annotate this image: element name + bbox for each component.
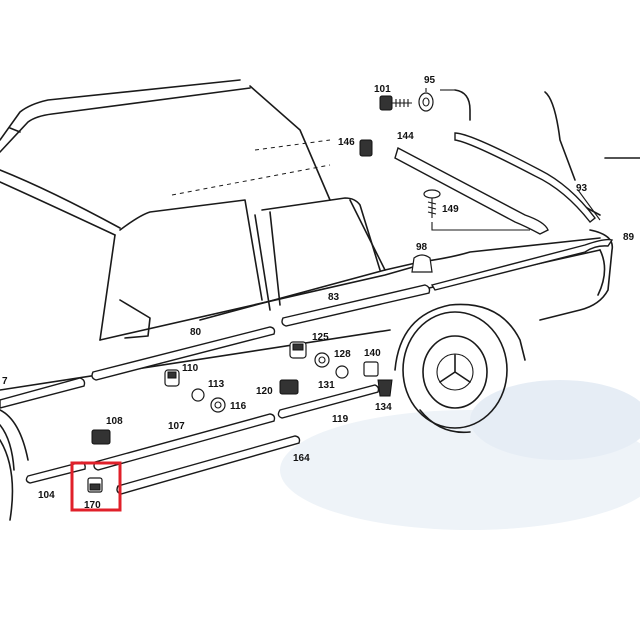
label-83: 83: [328, 292, 340, 303]
part-149-screw: [423, 189, 441, 218]
rear-wheel: [402, 311, 508, 434]
label-108: 108: [106, 416, 123, 427]
front-wheel: [0, 439, 14, 521]
part-131-clip: [335, 365, 349, 379]
part-101-bolt: [379, 95, 412, 111]
label-101: 101: [374, 84, 391, 95]
label-149: 149: [442, 204, 459, 215]
part-146-clip: [359, 139, 373, 157]
label-170: 170: [84, 500, 101, 511]
label-93: 93: [576, 183, 588, 194]
part-95-nut: [418, 92, 434, 112]
label-7: 7: [2, 376, 8, 387]
label-107: 107: [168, 421, 185, 432]
part-134-clip: [377, 379, 393, 397]
part-140-clip: [363, 361, 379, 377]
label-110: 110: [182, 363, 199, 374]
label-134: 134: [375, 402, 392, 413]
part-120-clip: [279, 379, 299, 395]
trim-strips: [0, 132, 614, 495]
label-119: 119: [332, 414, 349, 425]
leader-lines: [425, 88, 601, 231]
part-116-clip: [210, 397, 226, 413]
label-125: 125: [312, 332, 329, 343]
label-89: 89: [623, 232, 635, 243]
highlight-box: [70, 461, 122, 512]
label-144: 144: [397, 131, 414, 142]
label-104: 104: [38, 490, 55, 501]
label-113: 113: [208, 379, 225, 390]
part-125-clip: [289, 341, 307, 359]
label-98: 98: [416, 242, 428, 253]
label-140: 140: [364, 348, 381, 359]
part-170-clip: [87, 477, 103, 493]
part-labels: 101 95 146 144 93 149 89 98 83 80 125 12…: [2, 75, 635, 511]
label-146: 146: [338, 137, 355, 148]
label-120: 120: [256, 386, 273, 397]
part-98-plug: [411, 254, 433, 273]
part-113-clip: [191, 388, 205, 402]
label-128: 128: [334, 349, 351, 360]
part-110-clip: [164, 369, 180, 387]
part-128-clip: [314, 352, 330, 368]
label-164: 164: [293, 453, 310, 464]
part-108-clip: [91, 429, 111, 445]
label-95: 95: [424, 75, 436, 86]
label-131: 131: [318, 380, 335, 391]
label-116: 116: [230, 401, 247, 412]
car-body-outline: [0, 79, 640, 471]
ground-shadow: [280, 380, 640, 530]
label-80: 80: [190, 327, 202, 338]
small-parts: [87, 92, 441, 493]
